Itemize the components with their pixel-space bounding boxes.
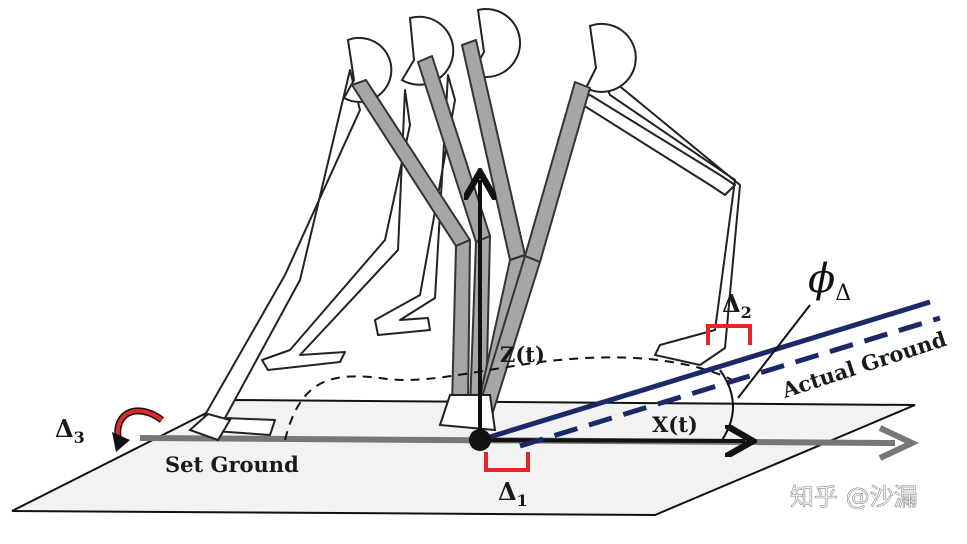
- phi-angle-arc: [719, 369, 734, 441]
- phi-leader-line: [737, 304, 811, 399]
- origin-contact-point: [469, 429, 491, 451]
- actual-ground-label: Actual Ground: [778, 326, 950, 403]
- delta2-label: Δ2: [722, 289, 752, 322]
- hip-joints: [342, 8, 637, 103]
- leg-outlines: [199, 69, 741, 436]
- delta3-label: Δ3: [55, 414, 85, 447]
- delta1-label: Δ1: [498, 477, 528, 510]
- actual-ground-dashed: [519, 315, 941, 449]
- actual-ground-solid: [479, 299, 931, 443]
- x-axis-label: X(t): [652, 412, 698, 437]
- watermark: 知乎 @沙漏: [790, 483, 918, 511]
- delta3-rotation-arrow: [112, 407, 165, 452]
- phi-delta-label: ϕΔ: [808, 256, 851, 306]
- delta2-bracket: [706, 324, 752, 345]
- foot-trajectory: [284, 356, 736, 441]
- z-axis-label: Z(t): [500, 342, 545, 367]
- x-axis-arrow: [479, 440, 745, 441]
- delta1-bracket: [484, 452, 530, 472]
- set-ground-label: Set Ground: [165, 452, 299, 477]
